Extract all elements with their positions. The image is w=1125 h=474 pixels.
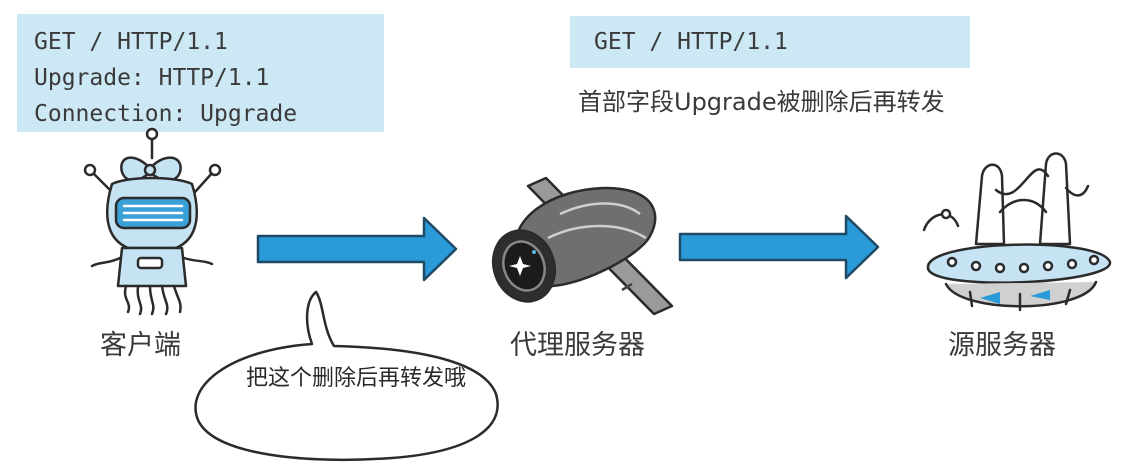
arrow-proxy-to-origin bbox=[678, 214, 880, 280]
upgrade-header: Upgrade: HTTP/1.1 bbox=[34, 65, 270, 91]
robot-client-icon bbox=[83, 127, 222, 316]
speech-bubble bbox=[194, 290, 499, 462]
arrow-client-to-proxy bbox=[256, 216, 458, 282]
connection-header: Connection: Upgrade bbox=[34, 101, 298, 127]
request-line: GET / HTTP/1.1 bbox=[34, 29, 228, 55]
label-client: 客户端 bbox=[100, 330, 181, 361]
label-origin: 源服务器 bbox=[948, 330, 1056, 361]
forwarded-request-line: GET / HTTP/1.1 bbox=[594, 29, 788, 55]
label-proxy: 代理服务器 bbox=[510, 330, 645, 361]
satellite-proxy-icon bbox=[491, 176, 674, 316]
ufo-server-icon bbox=[922, 152, 1112, 312]
forwarded-note: 首部字段Upgrade被删除后再转发 bbox=[578, 88, 945, 116]
forwarded-request-box: GET / HTTP/1.1 bbox=[570, 16, 970, 68]
speech-bubble-text: 把这个删除后再转发哦 bbox=[246, 366, 467, 391]
